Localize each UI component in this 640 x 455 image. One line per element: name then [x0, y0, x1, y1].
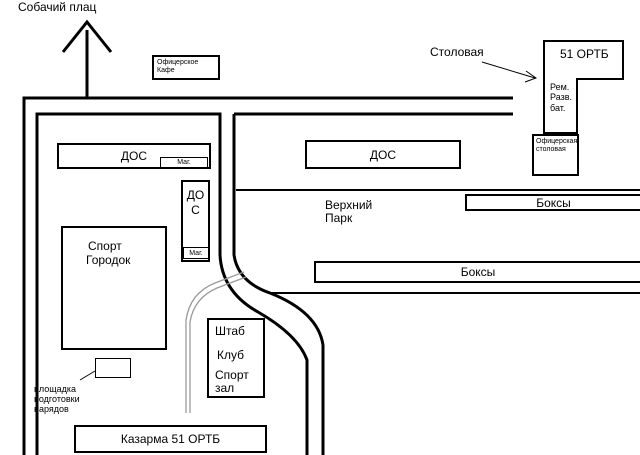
officers-cafe: Офицерское Кафе — [152, 55, 220, 80]
shop-north: Маг. — [160, 157, 208, 168]
sport-town-label-line1: Спорт — [88, 239, 122, 253]
garage-boxes-lower: Боксы — [314, 261, 640, 283]
sport-town: Спорт Городок — [61, 226, 167, 350]
shop-vertical: Маг. — [183, 247, 209, 259]
dos-center-label: ДОС — [369, 147, 397, 162]
dos-residential-center: ДОС — [305, 140, 461, 169]
road-main-inner — [35, 112, 222, 455]
upper-park-label-line2: Парк — [325, 211, 353, 225]
canteen-label: Столовая — [430, 45, 484, 59]
duty-prep-pad — [95, 358, 131, 378]
footpath-east — [189, 276, 247, 413]
dos-north-label: ДОС — [120, 149, 148, 163]
boxes-lower-label: Боксы — [460, 265, 496, 279]
dog-area-label: Собачий плац — [18, 0, 97, 14]
hq-club-sporthall-building: Штаб Клуб Спорт зал — [207, 318, 265, 398]
upper-park-label-line1: Верхний — [325, 198, 373, 212]
dos-vertical-label: ДОС — [186, 188, 205, 217]
duty-prep-label-line2: подготовки — [34, 394, 80, 404]
road-curve-west — [218, 150, 309, 455]
canteen-pointer-arrow-icon — [524, 70, 538, 83]
ortb-51-label: 51 ОРТБ — [560, 47, 609, 61]
barracks-51-ortb: Казарма 51 ОРТБ — [74, 425, 267, 453]
arrow-head-icon — [61, 19, 113, 53]
ortb-51-building-outline — [543, 40, 624, 134]
footpath-west — [185, 271, 245, 413]
shop-north-label: Маг. — [177, 159, 191, 166]
officers-canteen: Офицерская столовая — [532, 134, 579, 176]
officers-canteen-label: Офицерская столовая — [536, 138, 578, 154]
duty-prep-label-line3: нарядов — [34, 404, 69, 414]
sport-hall-label-line1: Спорт — [215, 368, 249, 382]
sport-town-label-line2: Городок — [86, 253, 131, 267]
canteen-pointer — [481, 61, 536, 79]
duty-prep-label-line1: площадка — [34, 384, 77, 394]
sport-hall-label-line2: зал — [215, 381, 235, 395]
shop-vertical-label: Маг. — [189, 249, 203, 257]
garage-boxes-upper: Боксы — [465, 194, 640, 211]
hq-label: Штаб — [215, 324, 245, 338]
barracks-label: Казарма 51 ОРТБ — [120, 432, 221, 446]
boxes-upper-label: Боксы — [536, 195, 571, 210]
officers-cafe-label: Офицерское Кафе — [157, 59, 199, 75]
road-main-outer — [22, 96, 513, 455]
club-label: Клуб — [217, 348, 244, 362]
duty-pad-pointer — [79, 370, 96, 381]
repair-recon-battalion-label: Рем. Разв. бат. — [550, 82, 573, 113]
